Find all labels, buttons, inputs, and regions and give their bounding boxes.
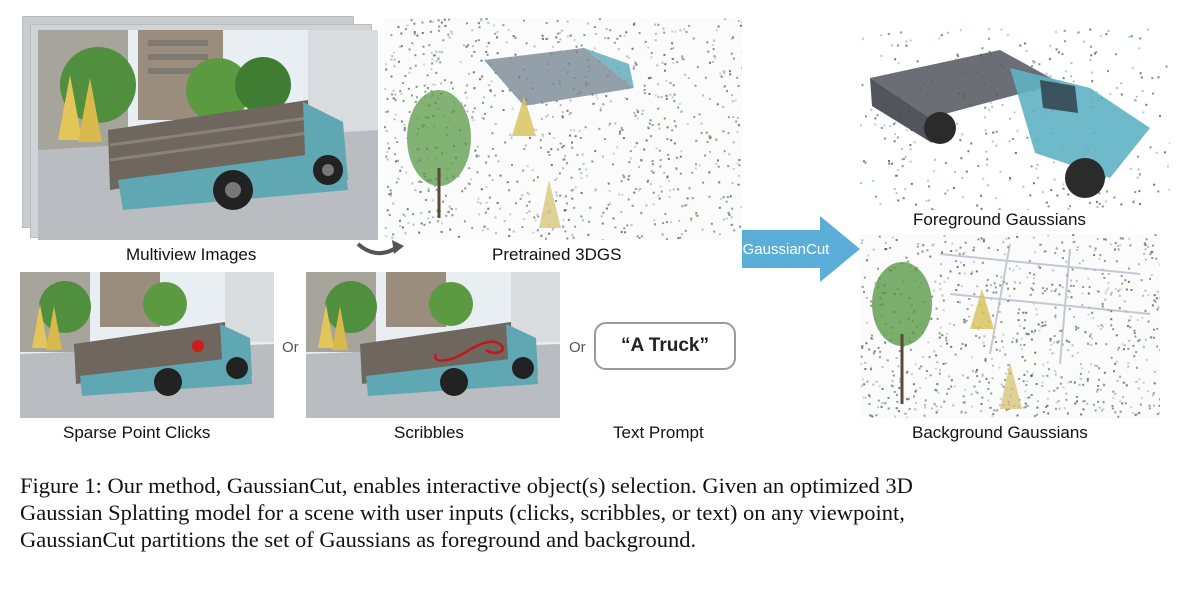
scribble-stroke-icon: [433, 340, 504, 362]
text-prompt-value: “A Truck”: [621, 335, 709, 356]
foreground-gaussians-image: [860, 28, 1170, 210]
foreground-gaussians-label: Foreground Gaussians: [913, 210, 1086, 229]
multiview-images-label: Multiview Images: [126, 245, 257, 264]
curved-arrow-icon: [356, 240, 404, 256]
click-point-icon: [192, 340, 204, 352]
figure-caption: Figure 1: Our method, GaussianCut, enabl…: [20, 472, 1185, 553]
multiview-image: [38, 30, 378, 240]
text-prompt-label: Text Prompt: [613, 423, 704, 442]
scribbles-image: [306, 272, 560, 418]
sparse-point-clicks-image: [20, 272, 274, 418]
gaussiancut-arrow-label: GaussianCut: [742, 240, 830, 258]
pretrained-3dgs-image: [384, 18, 742, 240]
caption-line-2: Gaussian Splatting model for a scene wit…: [20, 500, 905, 525]
caption-line-3: GaussianCut partitions the set of Gaussi…: [20, 527, 697, 552]
scribbles-label: Scribbles: [394, 423, 464, 442]
pretrained-3dgs-label: Pretrained 3DGS: [492, 245, 622, 264]
text-prompt-box: “A Truck”: [594, 322, 736, 370]
right-arrow-icon: [742, 216, 860, 282]
caption-line-1: Figure 1: Our method, GaussianCut, enabl…: [20, 473, 913, 498]
gaussiancut-arrow: GaussianCut: [742, 216, 860, 282]
background-gaussians-image: [860, 234, 1160, 418]
background-gaussians-label: Background Gaussians: [912, 423, 1088, 442]
or-separator-2: Or: [569, 339, 586, 356]
or-separator-1: Or: [282, 339, 299, 356]
sparse-point-clicks-label: Sparse Point Clicks: [63, 423, 211, 442]
